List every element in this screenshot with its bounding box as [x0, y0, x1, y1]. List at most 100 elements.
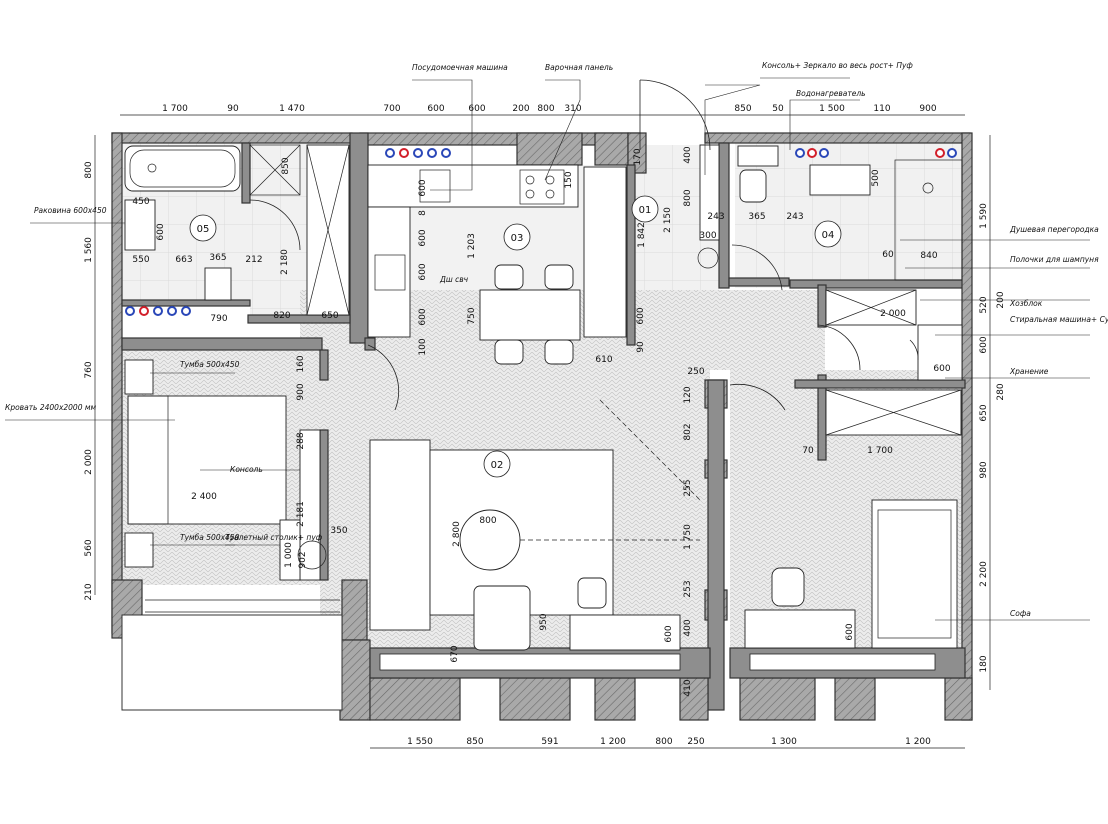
room-numbers: 05 03 01 04 02 — [189, 195, 842, 478]
label-shower-partition: Душевая перегородка — [1009, 225, 1099, 234]
label-water-heater: Водонагреватель — [796, 89, 866, 98]
dim-inner: 60 — [882, 250, 894, 260]
label-shelves-shampoo: Полочки для шампуня — [1010, 255, 1099, 264]
dim-inner: 8 — [418, 210, 428, 216]
dim-inner: 365 — [748, 212, 765, 222]
dim-top: 200 — [512, 104, 529, 114]
dim-inner: 212 — [245, 255, 262, 265]
dim-inner: 500 — [871, 169, 881, 186]
label-bed: Кровать 2400х2000 мм — [5, 403, 97, 412]
label-dishwasher: Посудомоечная машина — [412, 63, 508, 72]
room-02: 02 — [483, 450, 511, 478]
dim-inner: 2 400 — [191, 492, 217, 502]
dim-inner: 160 — [296, 355, 306, 372]
dim-bottom: 800 — [655, 737, 672, 747]
dim-inner: 850 — [281, 157, 291, 174]
label-sofa: Софа — [1010, 609, 1031, 618]
dim-inner: 170 — [633, 148, 643, 165]
bed — [127, 395, 287, 525]
dim-inner: 1 000 — [284, 542, 294, 568]
dim-inner: 243 — [786, 212, 803, 222]
dim-top: 900 — [919, 104, 936, 114]
dim-bottom: 591 — [541, 737, 558, 747]
dim-bottom: 1 200 — [905, 737, 931, 747]
dim-inner: 600 — [664, 625, 674, 642]
dim-inner: 2 180 — [280, 249, 290, 275]
dim-right: 520 — [979, 296, 989, 313]
dim-inner: 600 — [845, 623, 855, 640]
dim-inner: 400 — [683, 619, 693, 636]
bathtub — [124, 145, 241, 192]
label-storage: Хранение — [1009, 367, 1049, 376]
dim-inner: 1 750 — [683, 524, 693, 550]
label-washer-dryer: Стиральная машина+ Сушильная машина — [1010, 315, 1108, 324]
walls — [111, 132, 973, 721]
label-sink-spec: Раковина 600х450 — [34, 206, 107, 215]
sink-05 — [124, 199, 156, 251]
hall-console — [699, 144, 720, 241]
dim-right: 200 — [996, 291, 1006, 308]
dim-inner: 800 — [479, 516, 496, 526]
dim-right: 2 200 — [979, 561, 989, 587]
dim-inner: 400 — [683, 146, 693, 163]
svg-text:03: 03 — [511, 233, 524, 244]
sofa — [871, 499, 958, 649]
svg-text:05: 05 — [197, 224, 210, 235]
dim-top: 110 — [873, 104, 890, 114]
label-nightstand-top: Тумба 500х450 — [180, 360, 240, 369]
dim-inner: 90 — [636, 341, 646, 353]
armchair — [473, 585, 531, 651]
dim-inner: 950 — [539, 613, 549, 630]
dim-inner: 550 — [132, 255, 149, 265]
dim-left: 560 — [84, 539, 94, 556]
dim-inner: 820 — [273, 311, 290, 321]
dim-inner: 250 — [687, 367, 704, 377]
dim-inner: 100 — [418, 338, 428, 355]
label-console-mirror: Консоль+ Зеркало во весь рост+ Пуф — [762, 61, 913, 70]
dim-bottom: 1 200 — [600, 737, 626, 747]
dim-inner: 120 — [683, 386, 693, 403]
dim-right: 280 — [996, 383, 1006, 400]
nightstand-top — [124, 359, 154, 395]
dim-top: 600 — [427, 104, 444, 114]
dim-inner: 450 — [132, 197, 149, 207]
dim-inner: 650 — [321, 311, 338, 321]
dim-left: 760 — [84, 361, 94, 378]
leaders — [5, 77, 1090, 621]
dim-inner: 2 150 — [663, 207, 673, 233]
balcony-slab — [121, 614, 343, 711]
dim-inner: 750 — [467, 307, 477, 324]
dim-inner: 802 — [683, 423, 693, 440]
dim-inner: 255 — [683, 479, 693, 496]
kitchen-counter-left — [367, 206, 411, 338]
dim-left: 1 560 — [84, 237, 94, 263]
living-desk — [569, 614, 681, 651]
dim-top: 50 — [772, 104, 784, 114]
dim-inner: 670 — [450, 645, 460, 662]
dim-inner: 1 203 — [467, 233, 477, 259]
svg-text:04: 04 — [822, 230, 835, 241]
living-sofa — [369, 439, 431, 631]
room-05: 05 — [189, 214, 217, 242]
dim-inner: 2 000 — [880, 309, 906, 319]
dim-top: 90 — [227, 104, 239, 114]
dim-inner: 600 — [418, 308, 428, 325]
label-mw: Дш свч — [439, 275, 469, 284]
dim-top: 310 — [564, 104, 581, 114]
toilet-04 — [739, 169, 767, 203]
dim-left: 2 000 — [84, 449, 94, 475]
dim-inner: 600 — [418, 263, 428, 280]
dim-inner: 1 842 — [637, 222, 647, 248]
dim-inner: 663 — [175, 255, 192, 265]
dim-inner: 2 181 — [296, 501, 306, 527]
dim-right: 980 — [979, 461, 989, 478]
dim-inner: 288 — [296, 432, 306, 449]
radiators — [379, 653, 936, 671]
dim-inner: 600 — [156, 223, 166, 240]
dim-inner: 253 — [683, 580, 693, 597]
doors — [249, 79, 919, 411]
dim-inner: 2 800 — [452, 521, 462, 547]
dim-bottom: 1 550 — [407, 737, 433, 747]
label-console: Консоль — [230, 465, 263, 474]
